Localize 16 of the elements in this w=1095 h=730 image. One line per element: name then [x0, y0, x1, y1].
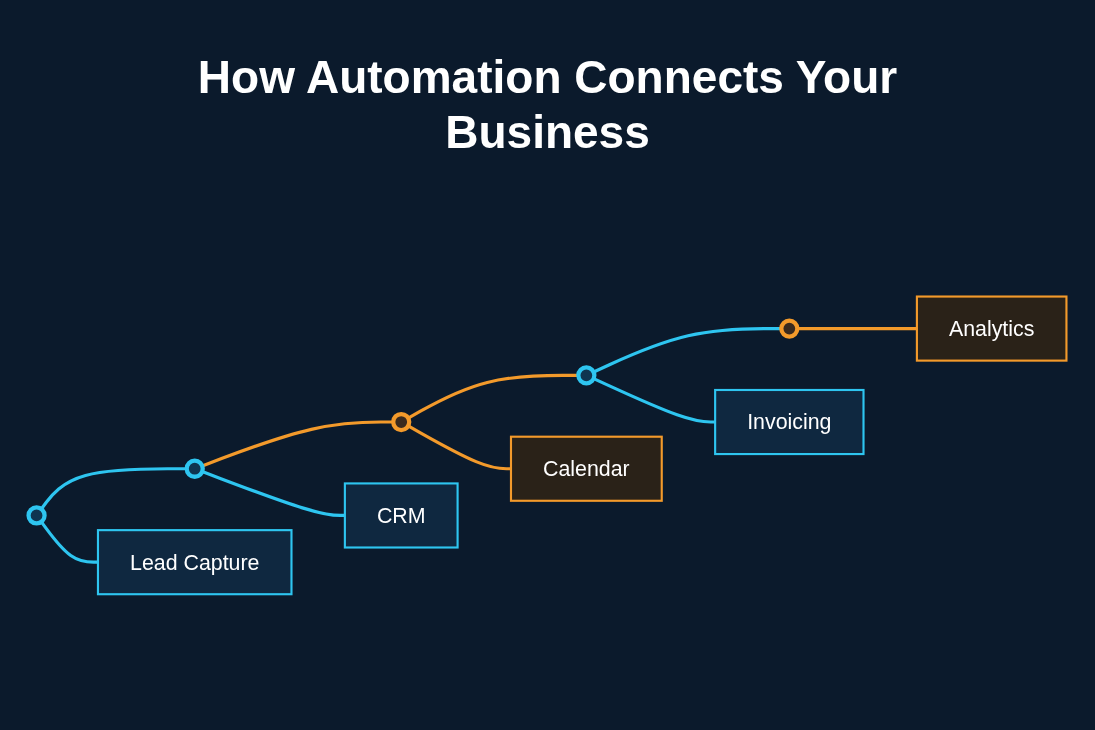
connector [797, 326, 917, 330]
node-circle [391, 411, 412, 432]
node-circle [184, 458, 205, 479]
node-circle [26, 505, 47, 526]
connector [407, 424, 511, 471]
connector [201, 469, 345, 517]
node-circle [779, 318, 800, 339]
node-box: Invoicing [714, 388, 865, 455]
node-circle [576, 364, 597, 386]
connector [593, 376, 716, 424]
node-box: Analytics [915, 295, 1068, 362]
node-box: Calendar [509, 435, 663, 502]
node-box: Lead Capture [96, 528, 293, 596]
connector [40, 520, 98, 564]
title: How Automation Connects Your Business [196, 50, 899, 161]
node-box: CRM [343, 482, 459, 549]
